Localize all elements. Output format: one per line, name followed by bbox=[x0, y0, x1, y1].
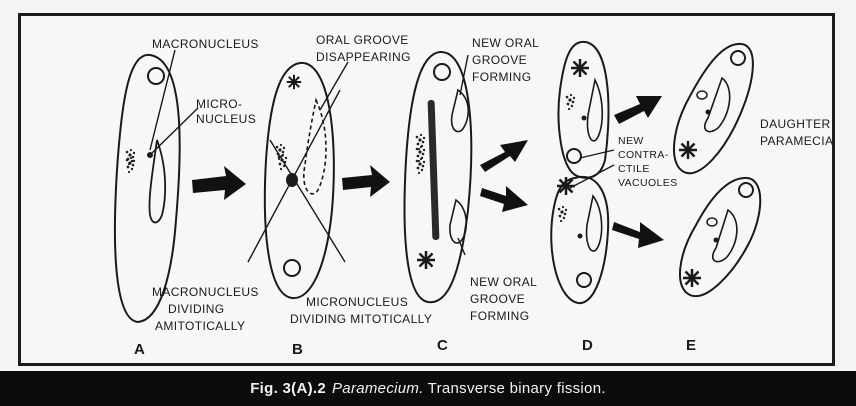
label-micronucleus-line1: MICRO- bbox=[196, 97, 242, 111]
stage-a-paramecium bbox=[115, 50, 198, 322]
label-macro-dividing-line3: AMITOTICALLY bbox=[155, 319, 245, 333]
label-new-contractile-line2: CONTRA- bbox=[618, 149, 669, 161]
stage-letter-c: C bbox=[437, 337, 448, 354]
label-micro-dividing-line2: DIVIDING MITOTICALLY bbox=[290, 312, 432, 326]
new-oral-groove-top bbox=[452, 90, 469, 132]
macronucleus bbox=[707, 218, 717, 226]
arrow-right bbox=[342, 165, 390, 197]
label-oral-groove-line1: ORAL GROOVE bbox=[316, 33, 409, 47]
stage-e-daughter-bottom bbox=[680, 178, 760, 296]
contractile-vacuole bbox=[731, 51, 745, 65]
contractile-vacuole bbox=[434, 64, 450, 80]
arrow-down-right bbox=[612, 222, 664, 248]
label-new-oral-top-line3: FORMING bbox=[472, 70, 531, 84]
stage-c-paramecium bbox=[405, 52, 472, 302]
contractile-vacuole-star bbox=[679, 141, 697, 159]
caption-text: Transverse binary fission. bbox=[428, 380, 606, 397]
label-new-oral-top-line2: GROOVE bbox=[472, 53, 527, 67]
figure-caption: Fig. 3(A).2 Paramecium. Transverse binar… bbox=[0, 371, 856, 406]
arrow-up-right bbox=[480, 140, 528, 172]
label-new-oral-bottom-line2: GROOVE bbox=[470, 292, 525, 306]
new-oral-groove-bottom bbox=[450, 200, 466, 243]
label-micro-dividing-line1: MICRONUCLEUS bbox=[306, 295, 408, 309]
stage-letter-d: D bbox=[582, 337, 593, 354]
label-macronucleus: MACRONUCLEUS bbox=[152, 37, 259, 51]
macronucleus bbox=[126, 149, 136, 173]
stage-e-daughter-top bbox=[674, 44, 753, 173]
label-new-oral-bottom-line3: FORMING bbox=[470, 309, 529, 323]
contractile-vacuole bbox=[284, 260, 300, 276]
oral-groove-disappearing bbox=[304, 100, 326, 194]
label-oral-groove-line2: DISAPPEARING bbox=[316, 50, 411, 64]
label-new-contractile-line4: VACUOLES bbox=[618, 177, 678, 189]
label-macro-dividing-line2: DIVIDING bbox=[168, 302, 225, 316]
new-contractile-vacuole-star bbox=[417, 251, 435, 269]
caption-fig-number: Fig. 3(A).2 bbox=[250, 380, 326, 397]
contractile-vacuole bbox=[577, 273, 591, 287]
contractile-vacuole-star bbox=[557, 177, 575, 195]
label-new-contractile-line3: CTILE bbox=[618, 163, 650, 175]
arrow-right bbox=[192, 166, 246, 200]
arrow-up-right bbox=[614, 96, 662, 124]
label-new-oral-bottom-line1: NEW ORAL bbox=[470, 275, 537, 289]
stage-d-paramecium-dividing bbox=[551, 42, 614, 303]
macronucleus-elongated bbox=[428, 100, 440, 240]
contractile-vacuole-star bbox=[571, 59, 589, 77]
daughter-bottom bbox=[551, 177, 608, 303]
label-macro-dividing-line1: MACRONUCLEUS bbox=[152, 285, 259, 299]
label-micronucleus-line2: NUCLEUS bbox=[196, 112, 256, 126]
binary-fission-diagram: MACRONUCLEUS MICRO- NUCLEUS ORAL GROOVE … bbox=[0, 0, 856, 371]
macronucleus bbox=[558, 206, 568, 222]
contractile-vacuole-star bbox=[683, 269, 701, 287]
label-new-contractile-line1: NEW bbox=[618, 135, 644, 147]
new-contractile-vacuole bbox=[567, 149, 581, 163]
stage-letter-b: B bbox=[292, 341, 303, 358]
contractile-vacuole bbox=[739, 183, 753, 197]
stage-b-paramecium bbox=[248, 62, 348, 298]
stage-letter-a: A bbox=[134, 341, 145, 358]
arrow-down-right bbox=[480, 186, 528, 212]
macronucleus bbox=[697, 91, 707, 99]
contractile-vacuole bbox=[148, 68, 164, 84]
label-daughter-line1: DAUGHTER bbox=[760, 117, 831, 131]
stage-letter-e: E bbox=[686, 337, 696, 354]
caption-genus: Paramecium. bbox=[332, 380, 424, 397]
macronucleus bbox=[566, 94, 576, 110]
label-daughter-line2: PARAMECIA bbox=[760, 134, 833, 148]
label-new-oral-top-line1: NEW ORAL bbox=[472, 36, 539, 50]
contractile-vacuole-star bbox=[287, 75, 301, 89]
